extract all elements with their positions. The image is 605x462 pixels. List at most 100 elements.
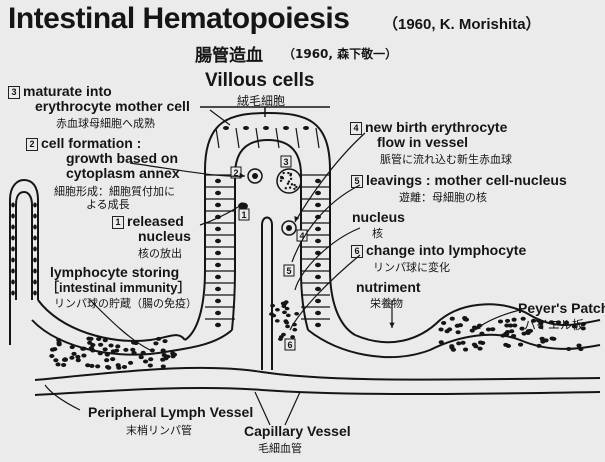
- lymphocyte: [149, 348, 155, 353]
- nutriment-label: nutriment 栄養物: [356, 279, 421, 311]
- epithelial-cell-nucleus: [11, 213, 15, 219]
- lymphocyte: [62, 357, 68, 362]
- stage-5-leader: [291, 184, 361, 263]
- stage-4-text-line2: flow in vessel: [377, 134, 469, 150]
- lymphocyte: [49, 354, 55, 359]
- lymphocyte: [115, 344, 121, 349]
- lymphocyte: [160, 357, 166, 362]
- lymphocyte-storing-text: lymphocyte storing: [50, 264, 180, 280]
- nucleus-leader: [294, 227, 361, 291]
- nutriment-arrowhead: [389, 322, 395, 328]
- epithelial-cell-border: [235, 127, 240, 149]
- stage-2-text-line2: growth based on: [66, 150, 178, 166]
- lymphocyte: [450, 347, 457, 352]
- epithelial-cell-nucleus: [11, 235, 15, 241]
- stage-4-text-jp: 脈管に流れ込む新生赤血球: [380, 153, 512, 166]
- lymphocyte: [104, 358, 110, 363]
- epithelial-cell-nucleus: [11, 246, 15, 252]
- stage-6-marker-number: 6: [287, 340, 292, 350]
- stage-3-text-jp: 赤血球母細胞へ成熟: [56, 117, 155, 130]
- lymphocyte: [110, 357, 116, 362]
- lymphocyte: [563, 320, 570, 325]
- epithelial-cell-border: [295, 127, 300, 149]
- lymphocyte: [525, 331, 531, 336]
- lymphocyte: [285, 313, 291, 318]
- lymphocyte: [282, 310, 287, 315]
- stage-2-text-line3: cytoplasm annex: [66, 165, 180, 181]
- lymphocyte-storing-leader: [89, 299, 151, 351]
- stage-3-cell-granule: [295, 185, 298, 189]
- epithelial-cell-nucleus: [303, 126, 309, 130]
- lymphocyte: [165, 354, 171, 359]
- epithelial-cell-border: [255, 127, 260, 149]
- lymphocyte: [531, 318, 537, 323]
- stage-1-text-line1: released: [127, 213, 184, 229]
- capillary-vessel-text-jp: 毛細血管: [258, 442, 302, 455]
- lymphocyte: [162, 339, 168, 344]
- epithelial-cell-nucleus: [11, 257, 15, 263]
- lymphocyte: [505, 343, 512, 348]
- lymphocyte: [578, 347, 584, 352]
- lymphocyte: [447, 327, 453, 332]
- nucleus-text-jp: 核: [372, 227, 383, 240]
- nucleus-label: nucleus 核: [352, 209, 405, 241]
- lymphocyte: [571, 324, 578, 329]
- stage-3-cell-granule: [279, 179, 283, 182]
- stage-1-marker-number: 1: [241, 210, 246, 220]
- diagram-heading-jp: 絨毛細胞: [237, 94, 286, 108]
- epithelial-cell-nucleus: [33, 224, 37, 230]
- peripheral-lymph-vessel-text: Peripheral Lymph Vessel: [88, 404, 254, 420]
- lymphocyte: [504, 323, 510, 328]
- lymphocyte: [170, 354, 176, 359]
- stage-1-number: 1: [112, 216, 124, 229]
- stage-2-marker-box: [230, 166, 242, 179]
- nucleus-text: nucleus: [352, 209, 405, 225]
- epithelial-cell-nucleus: [33, 290, 37, 296]
- left-villus-outer-wall: [9, 178, 39, 300]
- lymphocyte: [131, 350, 137, 355]
- epithelial-cell-nucleus: [215, 322, 221, 328]
- stage-5-text-line1: leavings : mother cell-nucleus: [366, 172, 567, 188]
- epithelial-cell-nucleus: [215, 226, 221, 232]
- stage-3-leader: [209, 109, 231, 126]
- lymphocyte: [116, 365, 122, 370]
- epithelial-cell-nucleus: [215, 310, 221, 316]
- stage-1-text-jp: 核の放出: [138, 247, 182, 260]
- lymphocyte: [147, 363, 153, 368]
- lymphocyte: [148, 357, 154, 362]
- epithelial-cell-nucleus: [315, 322, 321, 328]
- lymphocyte: [538, 324, 544, 329]
- nutriment-text: nutriment: [356, 279, 421, 295]
- lymphocyte: [508, 323, 514, 328]
- lymphocyte: [61, 362, 67, 367]
- epithelial-cell-nucleus: [263, 126, 269, 130]
- lymphocyte: [55, 362, 61, 367]
- lymphocyte: [471, 342, 478, 347]
- lymphocyte: [75, 358, 81, 363]
- epithelial-cell-nucleus: [11, 224, 15, 230]
- lymphocyte: [456, 341, 462, 346]
- capillary-vessel: [261, 216, 273, 370]
- epithelial-cell-nucleus: [215, 202, 221, 208]
- epithelial-cell-nucleus: [33, 246, 37, 252]
- lymphocyte: [538, 321, 544, 326]
- stage-3-cell-granule: [282, 171, 285, 175]
- stage-4-nucleus: [286, 225, 292, 231]
- lymphocyte: [504, 318, 511, 323]
- epithelial-cell-nucleus: [315, 226, 321, 232]
- capillary-vessel-label: Capillary Vessel 毛細血管: [244, 423, 351, 456]
- peripheral-lymph-vessel-label: Peripheral Lymph Vessel 末梢リンパ管: [88, 404, 254, 438]
- lymphocyte: [290, 335, 296, 339]
- lymphocyte: [275, 307, 280, 312]
- stage-4-marker-number: 4: [299, 231, 304, 241]
- stage-3-cell-granule: [293, 187, 296, 191]
- stage-2-number: 2: [26, 138, 38, 151]
- capillary-vessel-text: Capillary Vessel: [244, 423, 351, 439]
- lymphocyte: [438, 340, 444, 345]
- stage-3-cell-granule: [289, 174, 292, 177]
- epithelial-cell-nucleus: [215, 190, 221, 196]
- stage-2-text-jp-line2: よる成長: [86, 198, 130, 211]
- stage-1-marker-box: [238, 208, 250, 221]
- stage-3-cell-granule: [287, 171, 290, 175]
